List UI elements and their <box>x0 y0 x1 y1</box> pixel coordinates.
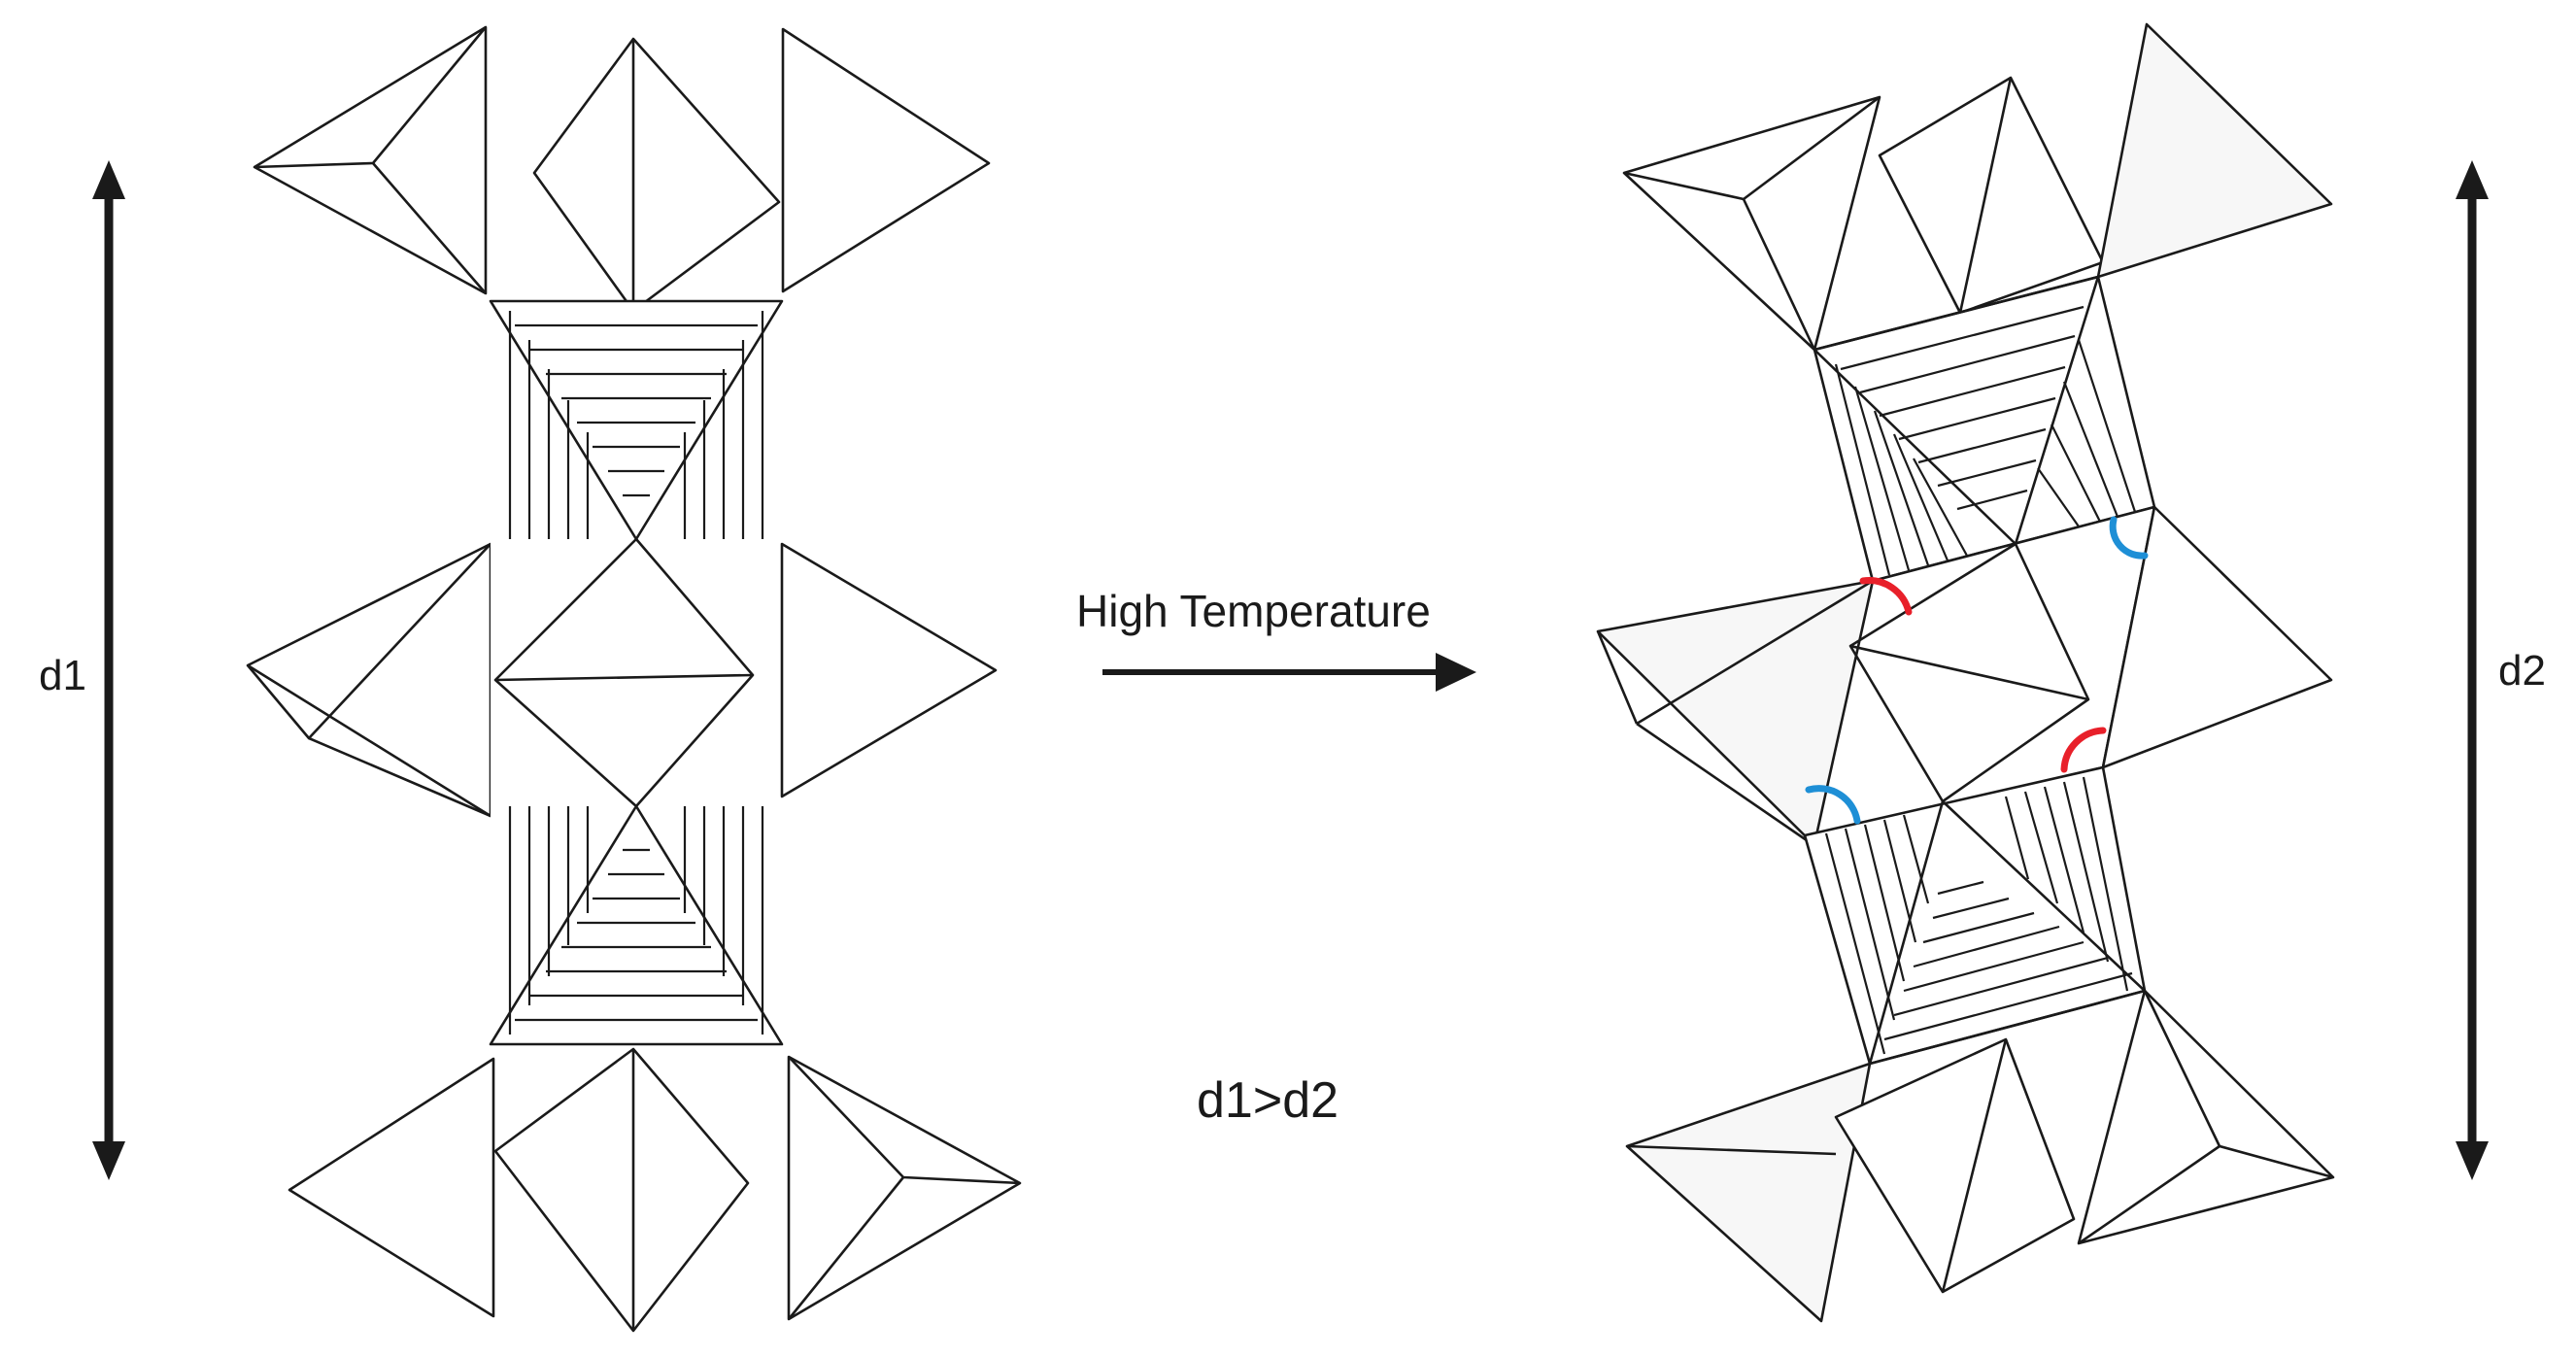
left-top-tetrahedron-middle <box>534 39 779 311</box>
right-structure <box>1598 24 2333 1321</box>
left-middle-octahedron <box>491 539 782 806</box>
left-structure <box>248 27 1020 1331</box>
relation-label: d1>d2 <box>1197 1072 1339 1129</box>
left-bottom-tetrahedron-left <box>289 1059 493 1316</box>
d2-label: d2 <box>2498 647 2546 695</box>
high-temperature-label: High Temperature <box>1076 586 1431 636</box>
right-bottom-tetrahedron-middle <box>1836 1039 2074 1292</box>
right-top-tetrahedron-left <box>1624 97 1880 350</box>
right-top-tetrahedron-right <box>2098 24 2331 277</box>
left-top-tetrahedron-right <box>783 29 989 291</box>
left-middle-tetrahedron-left <box>248 544 491 816</box>
right-top-tetrahedron-middle <box>1880 78 2103 313</box>
d1-dimension-arrow <box>92 160 125 1180</box>
d1-label: d1 <box>39 652 86 699</box>
d2-dimension-arrow <box>2456 160 2489 1180</box>
right-bottom-tetrahedron-right <box>2079 991 2333 1243</box>
left-middle-tetrahedron-right <box>782 544 996 797</box>
right-bottom-tetrahedron-left <box>1627 1064 1870 1321</box>
high-temperature-arrow <box>1102 653 1476 692</box>
left-top-tetrahedron-left <box>254 27 486 293</box>
left-bottom-tetrahedron-middle <box>495 1049 748 1331</box>
left-lower-pyramid <box>491 806 782 1044</box>
left-bottom-tetrahedron-right <box>789 1057 1020 1319</box>
left-upper-pyramid <box>491 301 782 539</box>
